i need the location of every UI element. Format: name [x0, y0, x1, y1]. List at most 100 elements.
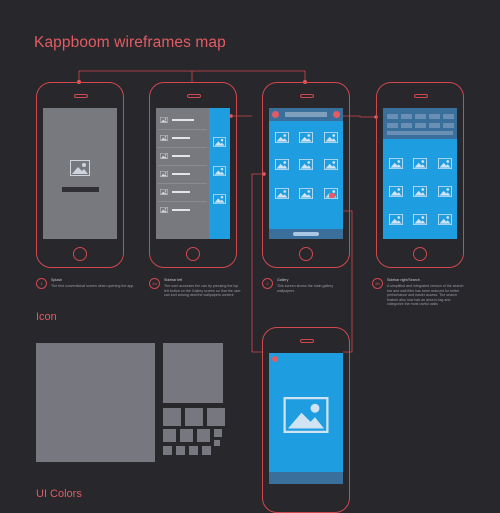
search-tag[interactable] [401, 114, 412, 119]
image-icon[interactable] [275, 188, 289, 199]
detail-footer [269, 472, 343, 484]
sidebar-divider [158, 129, 207, 130]
close-button[interactable] [272, 356, 278, 362]
splash-screen [43, 108, 117, 239]
icon-size-small [214, 440, 220, 446]
sidebar-divider [158, 201, 207, 202]
earpiece [414, 94, 428, 98]
search-tag[interactable] [387, 114, 398, 119]
home-button [299, 247, 313, 261]
caption-desc: The user accesses the can by pressing th… [164, 284, 241, 298]
phone-splash [36, 82, 124, 268]
image-icon[interactable] [160, 117, 168, 123]
sidebar-left-screen [156, 108, 230, 239]
image-icon[interactable] [438, 158, 452, 169]
favorite-icon[interactable] [329, 193, 335, 198]
caption-sidebar-left: Sidebar left The user accesses the can b… [164, 278, 244, 298]
image-icon[interactable] [324, 159, 338, 170]
home-button [73, 247, 87, 261]
menu-button[interactable] [272, 111, 279, 118]
detail-screen [269, 353, 343, 484]
phone-sidebar-right [376, 82, 464, 268]
badge-gallery: 2 [262, 278, 273, 289]
image-icon[interactable] [160, 189, 168, 195]
sidebar-item[interactable] [160, 116, 205, 125]
caption-gallery: Gallery This screen shows the main galle… [277, 278, 347, 293]
sidebar-item-label [172, 119, 194, 121]
icon-size-small [176, 446, 185, 455]
search-button[interactable] [333, 111, 340, 118]
icon-size-small [189, 446, 198, 455]
search-tag[interactable] [415, 123, 426, 128]
section-colors: UI Colors [36, 488, 82, 500]
page-pill[interactable] [293, 232, 319, 236]
image-icon[interactable] [213, 166, 226, 176]
image-icon[interactable] [324, 132, 338, 143]
sidebar-item[interactable] [160, 134, 205, 143]
sidebar-item-label [172, 155, 190, 157]
caption-title: Sidebar left [164, 278, 183, 282]
sidebar-item-label [172, 173, 190, 175]
icon-size-small [202, 446, 211, 455]
caption-title: Gallery [277, 278, 289, 282]
image-icon[interactable] [160, 153, 168, 159]
sidebar-item[interactable] [160, 188, 205, 197]
sidebar-item-label [172, 209, 190, 211]
caption-sidebar-right: Sidebar right/Search A simplified and in… [387, 278, 467, 306]
image-icon[interactable] [299, 132, 313, 143]
search-tag[interactable] [429, 114, 440, 119]
sidebar-item[interactable] [160, 152, 205, 161]
image-icon[interactable] [299, 159, 313, 170]
sidebar-item[interactable] [160, 170, 205, 179]
sidebar-divider [158, 147, 207, 148]
page-title: Kappboom wireframes map [34, 34, 226, 51]
image-icon [283, 397, 329, 433]
search-field[interactable] [387, 131, 453, 135]
search-tag[interactable] [415, 114, 426, 119]
search-screen [383, 108, 457, 239]
image-icon[interactable] [389, 186, 403, 197]
badge-splash: 1 [36, 278, 47, 289]
sidebar-divider [158, 183, 207, 184]
image-icon[interactable] [160, 171, 168, 177]
phone-detail [262, 327, 350, 513]
search-tag[interactable] [443, 123, 454, 128]
search-tag[interactable] [387, 123, 398, 128]
home-button [186, 247, 200, 261]
caption-desc: The first conventional screen when openi… [51, 284, 134, 289]
caption-title: Splash [51, 278, 62, 282]
image-icon[interactable] [213, 194, 226, 204]
icon-size-small [207, 408, 225, 426]
badge-sidebar-left: 2a [149, 278, 160, 289]
badge-sidebar-right: 2b [372, 278, 383, 289]
earpiece [187, 94, 201, 98]
caption-splash: Splash The first conventional screen whe… [51, 278, 141, 289]
sidebar-item-label [172, 137, 190, 139]
image-icon[interactable] [438, 214, 452, 225]
icon-size-small [180, 429, 193, 442]
earpiece [300, 339, 314, 343]
icon-size-small [163, 446, 172, 455]
phone-sidebar-left [149, 82, 237, 268]
image-icon[interactable] [389, 214, 403, 225]
icon-size-small [163, 429, 176, 442]
image-icon[interactable] [413, 186, 427, 197]
icon-size-large [36, 343, 155, 462]
image-icon[interactable] [160, 207, 168, 213]
image-icon[interactable] [213, 137, 226, 147]
image-icon[interactable] [275, 132, 289, 143]
image-icon[interactable] [413, 158, 427, 169]
image-icon[interactable] [438, 186, 452, 197]
image-icon[interactable] [160, 135, 168, 141]
home-button [413, 247, 427, 261]
image-icon[interactable] [275, 159, 289, 170]
search-tag[interactable] [401, 123, 412, 128]
sidebar-item[interactable] [160, 206, 205, 215]
icon-size-medium [163, 343, 223, 403]
image-icon[interactable] [299, 188, 313, 199]
search-tag[interactable] [429, 123, 440, 128]
image-icon[interactable] [413, 214, 427, 225]
image-icon[interactable] [389, 158, 403, 169]
search-tag[interactable] [443, 114, 454, 119]
gallery-screen [269, 108, 343, 239]
